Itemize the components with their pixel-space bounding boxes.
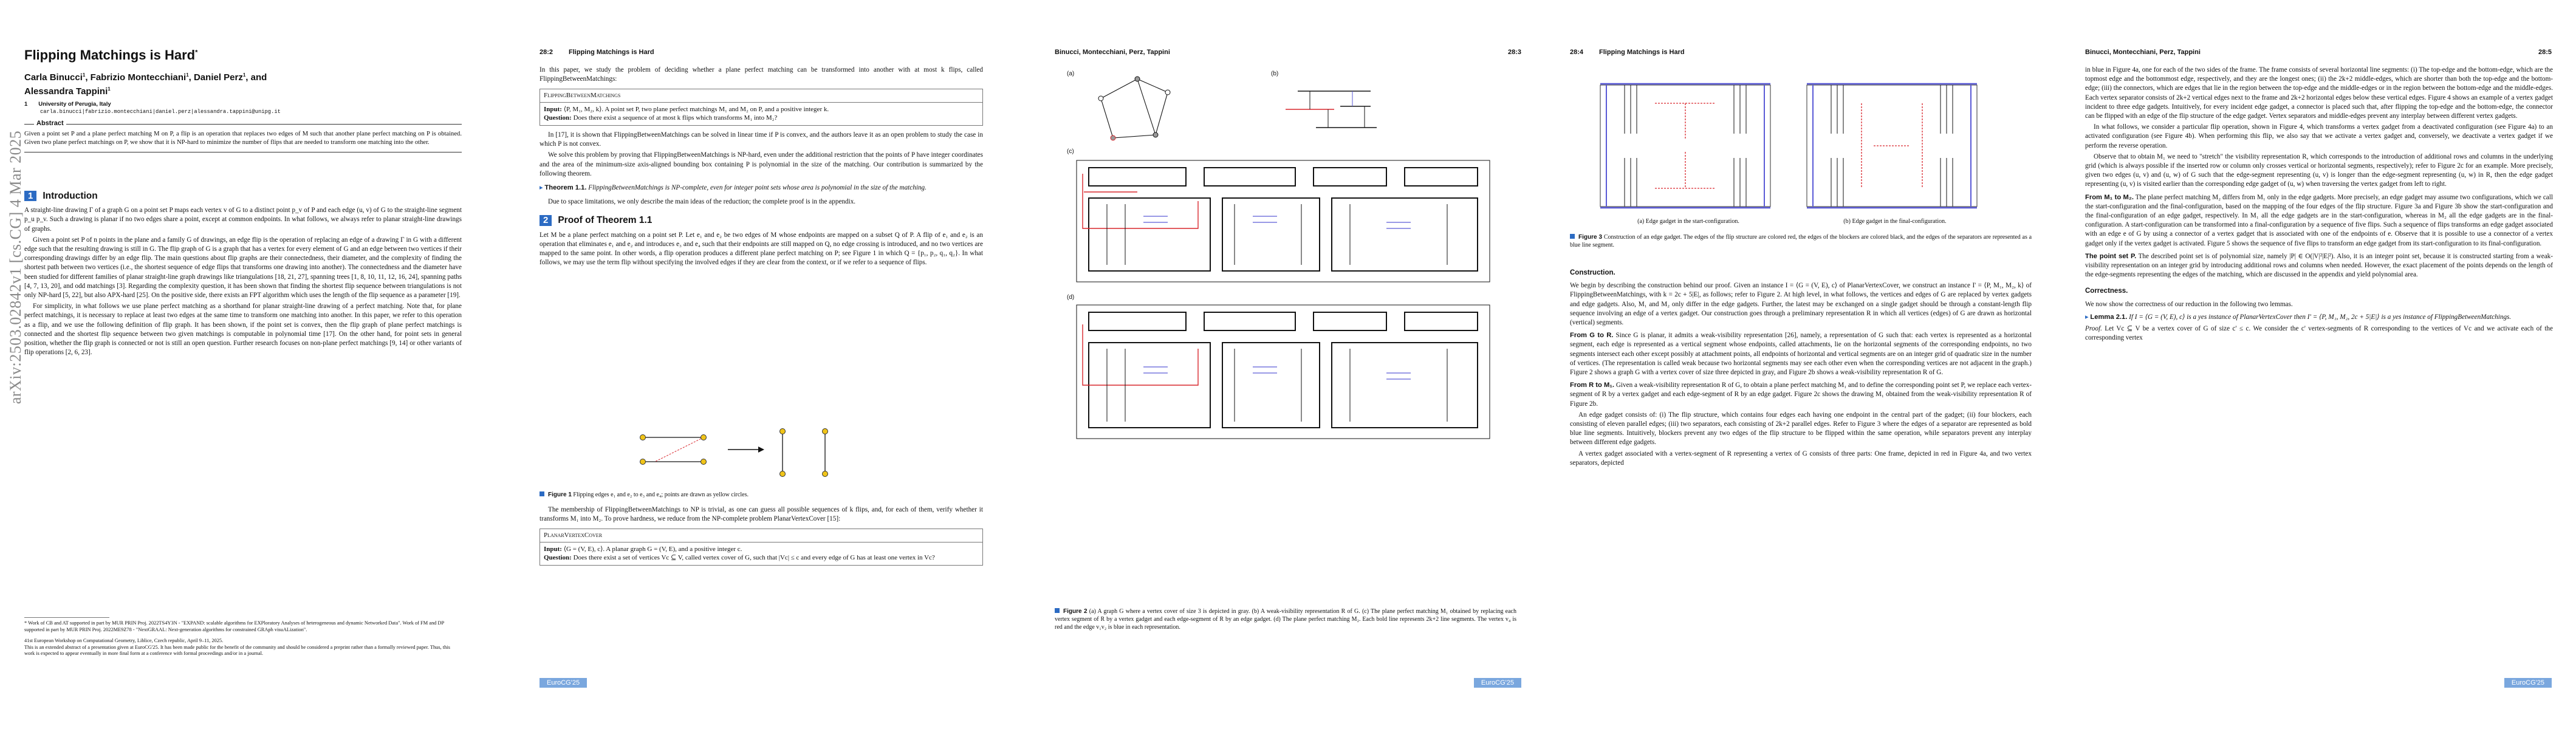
eurocg-badge: EuroCG'25 bbox=[540, 678, 587, 688]
matching-before bbox=[640, 434, 707, 465]
arrow-head-icon bbox=[758, 447, 764, 453]
figure-3b-edge-gadget-final bbox=[1806, 83, 1978, 209]
figure-2a-graph bbox=[1098, 76, 1171, 141]
figure-3b-caption: (b) Edge gadget in the final-configurati… bbox=[1843, 218, 1947, 225]
fig2-a-label: (a) bbox=[1067, 70, 1075, 77]
lemma-2-1: ▸ Lemma 2.1. If I = ⟨G = (V, E), c⟩ is a… bbox=[2085, 313, 2512, 321]
abstract-block: Abstract Given a point set P and a plane… bbox=[24, 120, 462, 152]
fig2-c-label: (c) bbox=[1067, 148, 1074, 155]
eurocg-badge: EuroCG'25 bbox=[1473, 678, 1521, 688]
construction-heading: Construction. bbox=[1570, 269, 1615, 276]
problem-box-flipping: FlippingBetweenMatchings Input: ⟨P, M₁, … bbox=[540, 89, 983, 126]
author-list: Carla Binucci1, Fabrizio Montecchiani1, … bbox=[24, 72, 267, 97]
figure-1-flip-diagram bbox=[640, 428, 828, 477]
running-head: Binucci, Montecchiani, Perz, Tappini bbox=[2085, 49, 2201, 56]
figure-2d-matching-m2 bbox=[1076, 304, 1490, 439]
page-5: Binucci, Montecchiani, Perz, Tappini 28:… bbox=[2061, 0, 2576, 729]
page-1: arXiv:2503.02842v1 [cs.CG] 4 Mar 2025 Fl… bbox=[0, 0, 515, 729]
problem-box-vertex-cover: PlanarVertexCover Input: ⟨G = (V, E), c⟩… bbox=[540, 529, 983, 566]
figure-2c-matching-m1 bbox=[1076, 160, 1490, 282]
matching-after bbox=[779, 428, 828, 477]
fig2-d-label: (d) bbox=[1067, 294, 1075, 301]
running-head: Binucci, Montecchiani, Perz, Tappini bbox=[1055, 49, 1170, 56]
figure-2b-visibility bbox=[1286, 91, 1377, 128]
figure-3-caption: Figure 3 Construction of an edge gadget.… bbox=[1570, 234, 2032, 248]
fig2-b-label: (b) bbox=[1271, 70, 1279, 77]
eurocg-badge: EuroCG'25 bbox=[2504, 678, 2552, 688]
theorem-1-1: ▸ Theorem 1.1. FlippingBetweenMatchings … bbox=[540, 183, 927, 191]
page-number: 28:3 bbox=[1507, 49, 1521, 56]
figure-3a-edge-gadget-start bbox=[1600, 83, 1771, 209]
abstract-heading: Abstract bbox=[34, 120, 66, 127]
correctness-heading: Correctness. bbox=[2085, 287, 2128, 295]
figure-1-caption: Figure 1 Flipping edges e₁ and e₂ to e₃ … bbox=[540, 491, 983, 499]
page-3: Binucci, Montecchiani, Perz, Tappini 28:… bbox=[1030, 0, 1546, 729]
footnotes: * Work of CB and AT supported in part by… bbox=[24, 617, 462, 657]
figure-2-caption: Figure 2 (a) A graph G where a vertex co… bbox=[1055, 608, 1516, 631]
figure-3a-caption: (a) Edge gadget in the start-configurati… bbox=[1637, 218, 1739, 225]
page-number: 28:5 bbox=[2538, 49, 2552, 56]
abstract-text: Given a point set P and a plane perfect … bbox=[24, 131, 462, 146]
paper-title: Flipping Matchings is Hard* bbox=[24, 47, 198, 63]
